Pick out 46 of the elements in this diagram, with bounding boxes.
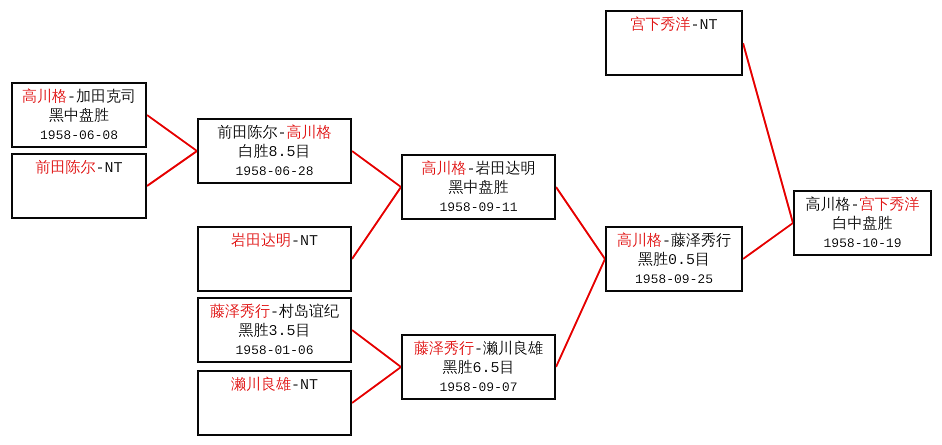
result-text: 白胜8.5目 [238,143,310,162]
bracket-line [555,186,606,260]
players-text: 岩田达明-NT [230,232,318,251]
bracket-line [351,366,402,404]
bracket-line [742,222,794,260]
players-text: 前田陈尔-高川格 [217,124,332,143]
result-text: 黑胜6.5目 [442,359,514,378]
players-text: 藤泽秀行-濑川良雄 [414,340,543,359]
match-box [605,226,743,292]
bracket-line [351,150,402,188]
players-text: 藤泽秀行-村岛谊纪 [210,303,339,322]
result-text: 黑中盘胜 [49,107,109,126]
result-text: 白中盘胜 [832,215,892,234]
players-text: 高川格-岩田达明 [421,160,536,179]
result-text: 黑胜0.5目 [638,251,710,270]
bracket-line [742,42,794,224]
match-box [197,297,352,363]
date-text: 1958-10-19 [823,235,902,253]
match-box [197,118,352,184]
bracket-line [146,150,198,187]
match-box [401,154,556,220]
match-box [605,10,743,76]
bracket-line [146,114,198,152]
players-text: 高川格-藤泽秀行 [616,232,731,251]
date-text: 1958-06-08 [40,127,118,145]
date-text: 1958-09-11 [439,199,518,217]
bracket-line [555,258,606,368]
date-text: 1958-06-28 [235,163,314,181]
result-text: 黑中盘胜 [448,179,508,198]
match-box [401,334,556,400]
date-text: 1958-09-07 [439,379,518,397]
match-box [197,226,352,292]
players-text: 前田陈尔-NT [35,159,122,178]
players-text: 濑川良雄-NT [230,376,318,395]
bracket-line [351,186,402,260]
bracket-line [351,329,402,368]
match-box [793,190,932,256]
result-text: 黑胜3.5目 [238,322,310,341]
match-box [197,370,352,436]
match-box [11,82,147,148]
players-text: 高川格-宫下秀洋 [805,196,920,215]
players-text: 宫下秀洋-NT [630,16,718,35]
players-text: 高川格-加田克司 [22,88,136,107]
match-box [11,153,147,219]
date-text: 1958-01-06 [235,342,314,360]
date-text: 1958-09-25 [634,271,713,289]
